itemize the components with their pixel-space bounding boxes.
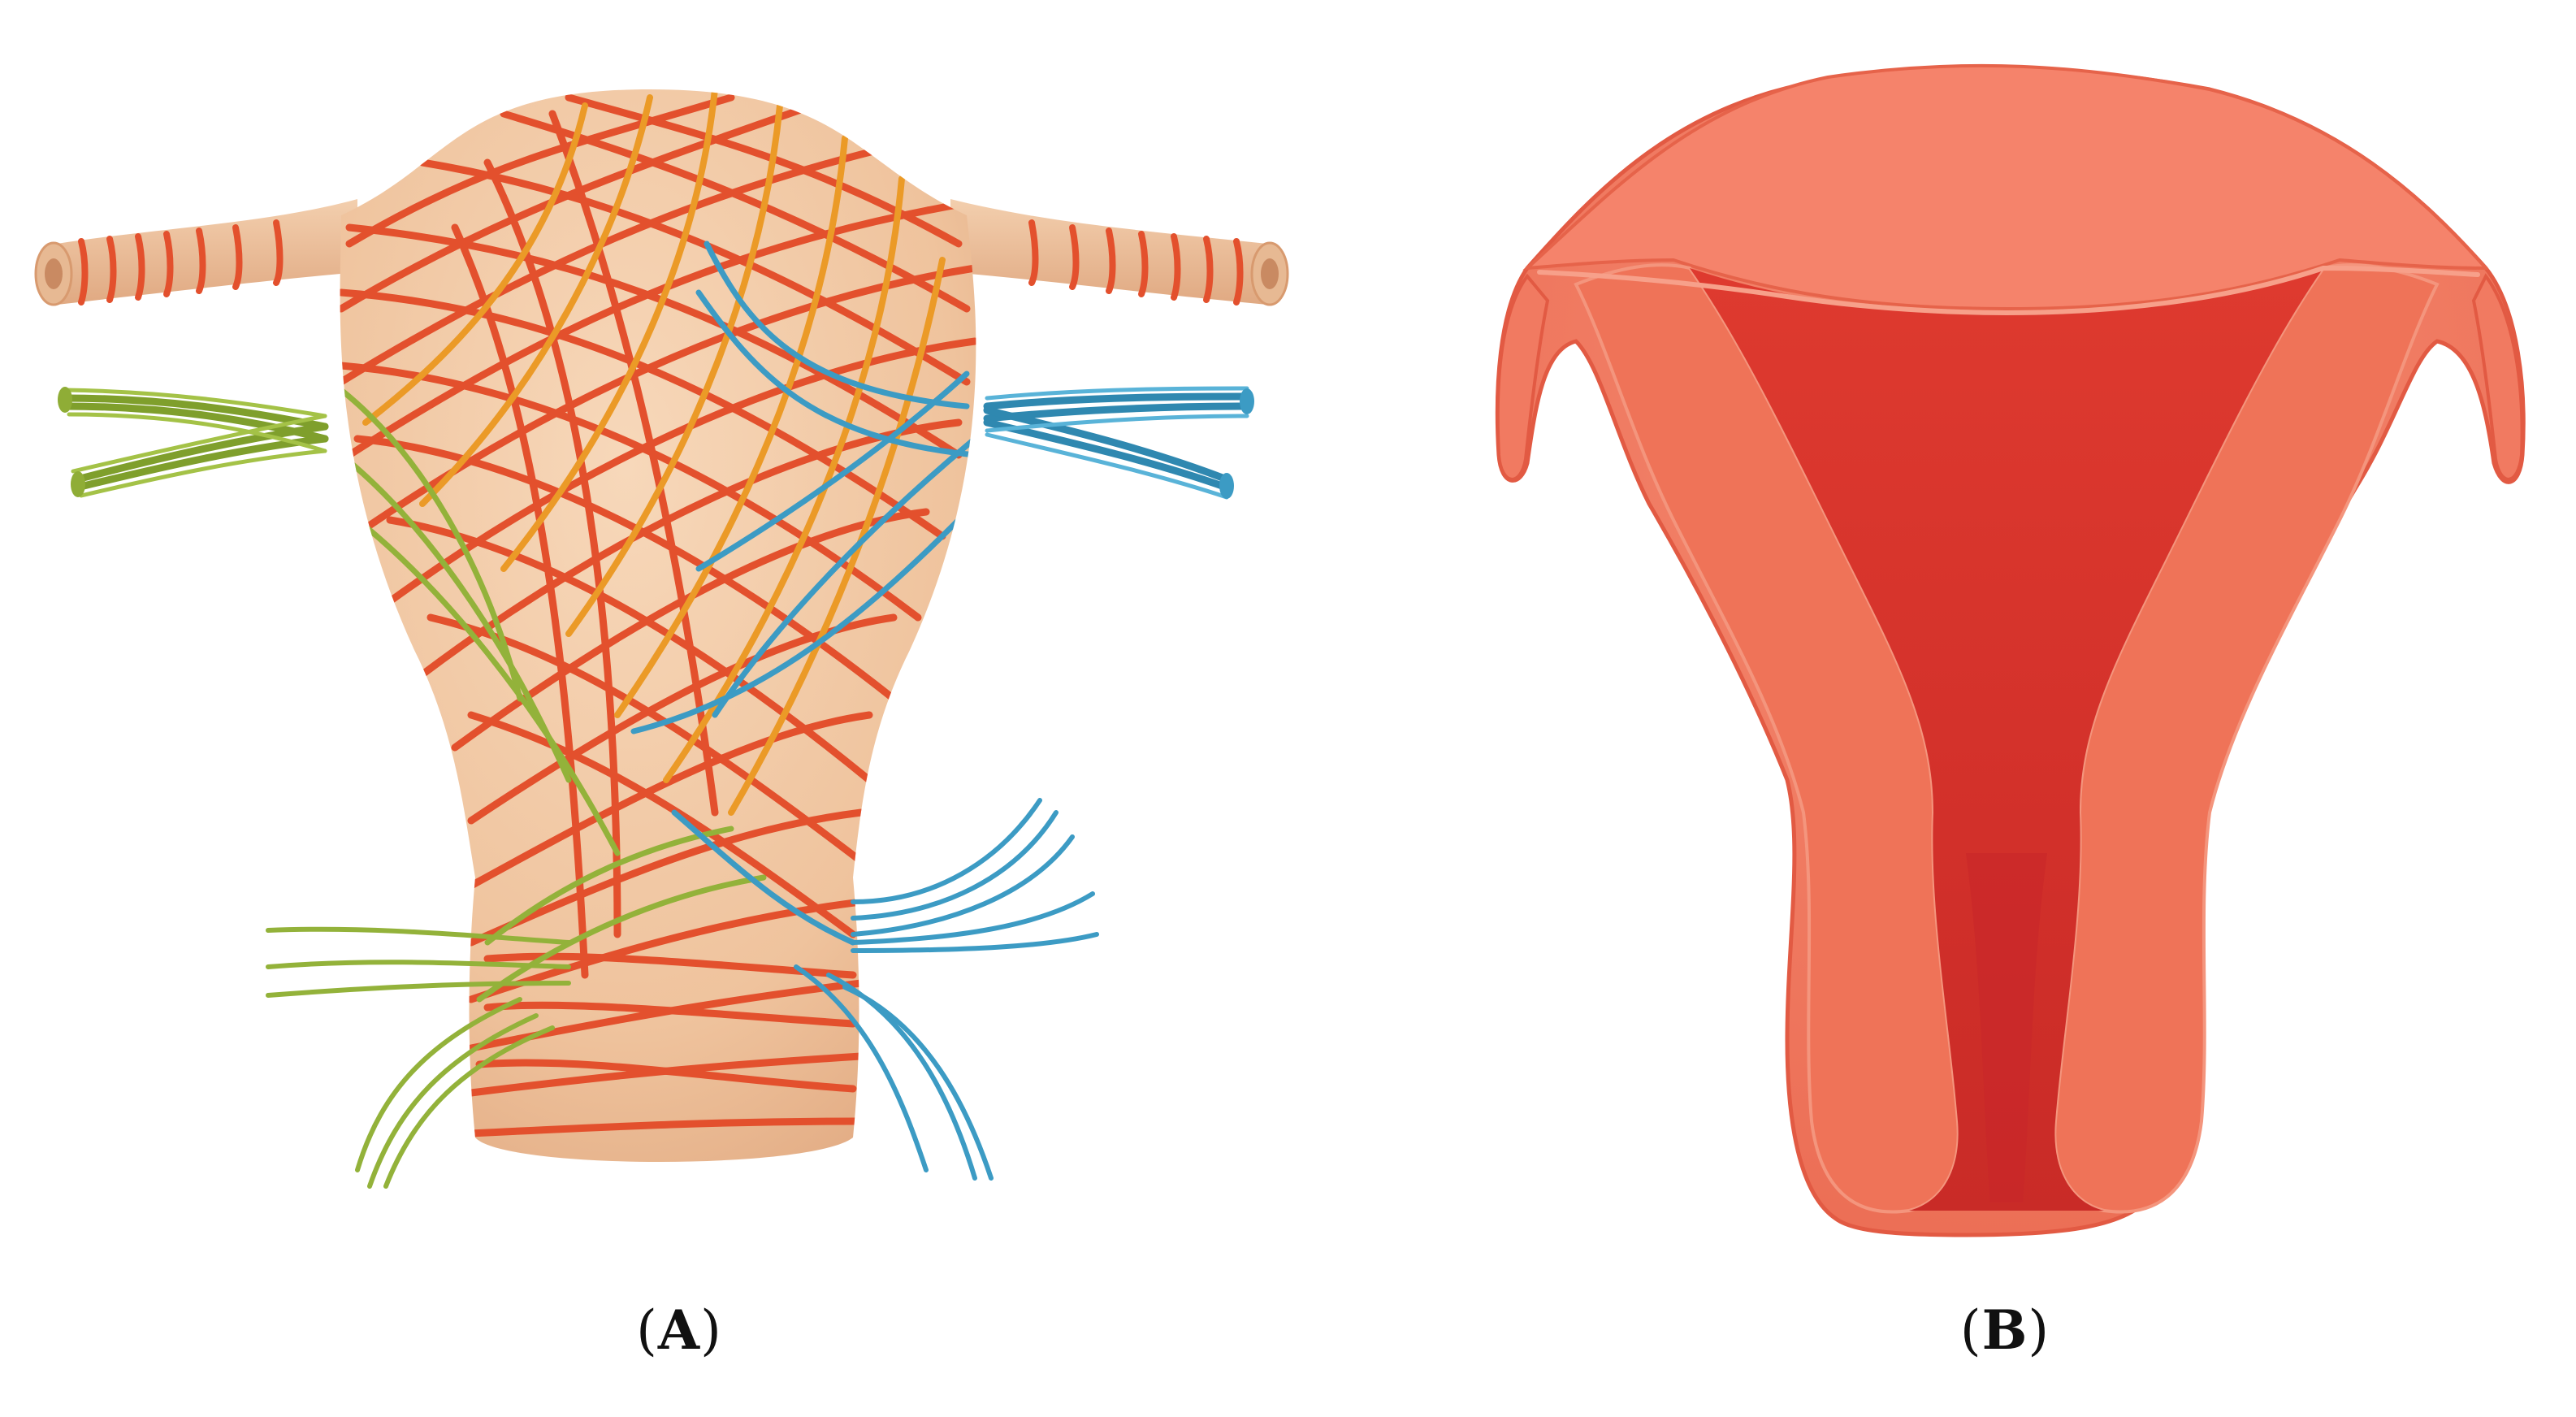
blue-fibers-body [630,240,976,946]
left-fallopian-tube [34,199,357,306]
uterine-cavity [1690,268,2323,1211]
right-inner-wall [2053,263,2440,1214]
left-lower-ligament-green [266,926,571,1189]
panel-label-b: (B) [1959,1298,2050,1362]
left-tube-stub [1496,273,1550,481]
orange-fibers [362,89,946,816]
cervical-canal [1966,853,2047,1202]
right-fallopian-tube [950,199,1289,306]
left-upper-ligament-green [58,387,329,498]
fundus-rim [1537,265,2480,316]
fundus [1522,63,2490,311]
right-upper-ligament-blue [983,386,1254,500]
right-tube-stub [2471,273,2524,481]
right-lower-ligament-blue [794,798,1099,1181]
panel-label-a: (A) [636,1298,722,1362]
panel-a-uterus-muscle-fibers [34,89,1289,1189]
panel-b-uterus-cross-section [1495,63,2526,1237]
